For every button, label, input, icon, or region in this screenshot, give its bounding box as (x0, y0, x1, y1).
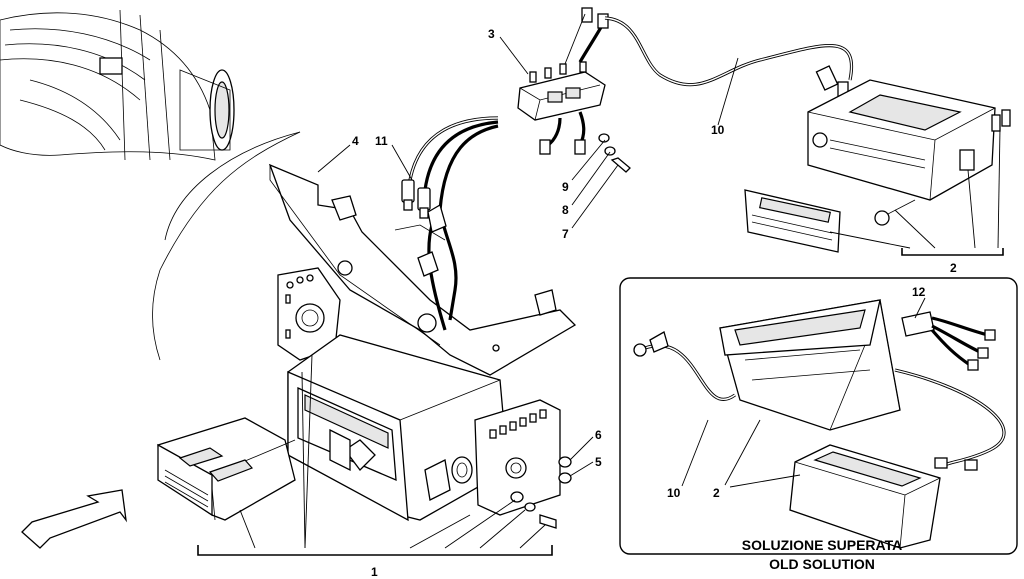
nut-and-washer (510, 456, 572, 529)
group-brackets (197, 248, 1004, 556)
cd-magazine (157, 417, 296, 521)
callout-12: 12 (912, 285, 926, 299)
inset-old-solution (619, 277, 1018, 555)
radio-head-unit (807, 79, 1011, 201)
car-interior-vignette (0, 9, 301, 361)
screw-set (598, 133, 631, 173)
callout-9: 9 (562, 180, 569, 194)
mounting-bracket (268, 163, 577, 376)
callout-5: 5 (595, 455, 602, 469)
callout-7: 7 (562, 227, 569, 241)
inset-caption-english: OLD SOLUTION (769, 556, 875, 572)
right-mounting-plate (474, 399, 561, 516)
callout-10-inset: 10 (667, 486, 681, 500)
interface-module (517, 7, 609, 155)
callout-10-top: 10 (711, 123, 725, 137)
connection-cable-top (604, 16, 854, 99)
callout-8: 8 (562, 203, 569, 217)
callout-4: 4 (352, 134, 359, 148)
callout-2-top: 2 (950, 261, 957, 275)
rca-cable-harness (394, 116, 499, 331)
callout-1: 1 (371, 565, 378, 579)
callout-6: 6 (595, 428, 602, 442)
callout-labels: 1 2 2 3 4 5 6 7 8 9 10 10 11 12 (352, 27, 957, 579)
callout-2-inset: 2 (713, 486, 720, 500)
radio-faceplate (744, 189, 841, 253)
cd-changer-unit (287, 334, 509, 522)
removal-key (874, 199, 916, 226)
leader-lines (239, 13, 1001, 549)
callout-11: 11 (375, 134, 388, 148)
inset-caption-italian: SOLUZIONE SUPERATA (742, 537, 903, 553)
direction-arrow-icon (21, 489, 127, 549)
callout-3: 3 (488, 27, 495, 41)
